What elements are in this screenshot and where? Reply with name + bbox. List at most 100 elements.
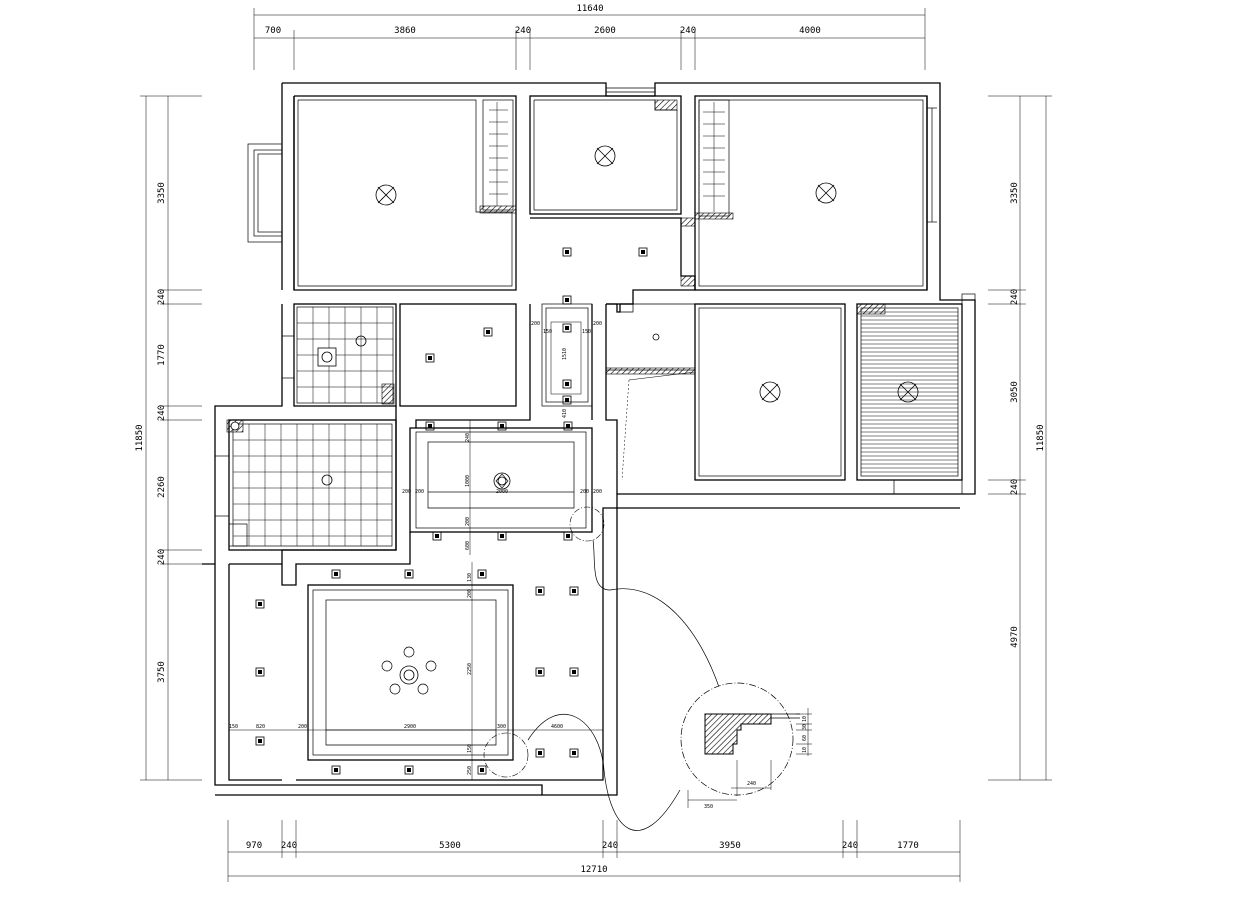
dim-bottom-seg: 240: [842, 841, 858, 851]
floor-drain-icon: [321, 474, 333, 486]
study-room: [529, 87, 682, 215]
corridor-label: 1510: [562, 348, 568, 360]
downlight-icon: [255, 599, 265, 609]
dim-bottom-seg: 240: [602, 841, 618, 851]
dim-left-seg: 240: [157, 289, 167, 305]
detail-label: 10: [802, 747, 808, 753]
downlight-icon: [425, 353, 435, 363]
detail-label: 60: [802, 735, 808, 741]
living-label: 150: [467, 744, 473, 753]
dining-label: 240: [465, 433, 471, 442]
dining-label: 2000: [496, 489, 508, 495]
downlight-icon: [497, 421, 507, 431]
utility-room: [399, 303, 517, 407]
dim-top-seg: 4000: [799, 26, 821, 36]
dining-label: 200: [402, 489, 411, 495]
downlight-icon: [535, 667, 545, 677]
living-label: 2900: [404, 724, 416, 730]
corridor-label: 200: [593, 321, 602, 327]
detail-callouts: [483, 506, 721, 831]
dining-label: 600: [465, 541, 471, 550]
downlight-icon: [255, 736, 265, 746]
living-label: 250: [467, 766, 473, 775]
dining-label: 200: [593, 489, 602, 495]
detail-label: 240: [747, 781, 756, 787]
kitchen: [605, 303, 696, 494]
dim-right-seg: 3050: [1010, 381, 1020, 403]
living-label: 200: [298, 724, 307, 730]
dining-label: 200: [465, 517, 471, 526]
bedroom-1: [293, 95, 517, 291]
corridor-label: 150: [543, 329, 552, 335]
dim-left-seg: 2260: [157, 476, 167, 498]
dining-label: 200: [415, 489, 424, 495]
corridor-label: 150: [582, 329, 591, 335]
downlight-icon: [562, 395, 572, 405]
exterior-walls: [202, 82, 976, 796]
living-label: 200: [467, 589, 473, 598]
wardrobe-hangers-right: [703, 102, 725, 212]
living-ceiling: 130 200 2250 150 250 200 2900 300 4600 1…: [229, 562, 603, 780]
downlight-icon: [562, 247, 572, 257]
left-dimension-lines: [140, 95, 202, 781]
dim-top-seg: 2600: [594, 26, 616, 36]
dim-left-seg: 3350: [157, 182, 167, 204]
dim-right-seg: 3350: [1010, 182, 1020, 204]
ceiling-lamp-icon: [815, 182, 837, 204]
downlight-icon: [638, 247, 648, 257]
downlight-icon: [569, 748, 579, 758]
living-label: 820: [256, 724, 265, 730]
top-dimension-lines: [253, 8, 926, 70]
downlight-icon: [331, 765, 341, 775]
downlight-icon: [569, 586, 579, 596]
bathroom-1: [281, 303, 397, 407]
downlight-icon: [562, 295, 572, 305]
corridor-ceiling: 200 1510 200 150 150 410: [415, 295, 602, 428]
detail-label: 30: [802, 724, 808, 730]
downlight-icon: [562, 323, 572, 333]
ceiling-lamp-icon: [594, 145, 616, 167]
dim-top-seg: 700: [265, 26, 281, 36]
dim-left-total: 11850: [135, 424, 145, 451]
downlight-icon: [404, 569, 414, 579]
bedroom-3: [694, 303, 846, 481]
bottom-dimension-lines: [227, 820, 961, 882]
dim-bottom-seg: 3950: [719, 841, 741, 851]
hallway: [530, 217, 696, 305]
downlight-icon: [563, 421, 573, 431]
exhaust-fan-icon: [317, 347, 337, 367]
right-dimension-lines: [988, 95, 1052, 781]
dim-left-seg: 3750: [157, 661, 167, 683]
living-label: 2250: [467, 663, 473, 675]
downlight-icon: [477, 569, 487, 579]
dim-bottom-seg: 240: [281, 841, 297, 851]
dim-bottom-seg: 1770: [897, 841, 919, 851]
dim-bottom-seg: 970: [246, 841, 262, 851]
dim-right-seg: 240: [1010, 289, 1020, 305]
balcony-slats: [861, 311, 958, 473]
living-label: 150: [229, 724, 238, 730]
dim-bottom-total: 12710: [580, 865, 607, 875]
downlight-icon: [563, 531, 573, 541]
downlight-icon: [425, 421, 435, 431]
bay-window-left: [247, 143, 283, 243]
corridor-label: 410: [562, 409, 568, 418]
downlight-icon: [497, 531, 507, 541]
dining-ceiling: 200 200 1000 200 200 2000 600 240 200: [402, 420, 602, 555]
downlight-icon: [562, 379, 572, 389]
balcony-right: [856, 293, 976, 495]
ceiling-lamp-icon: [375, 184, 397, 206]
dim-right-total: 11850: [1036, 424, 1046, 451]
downlight-icon: [569, 667, 579, 677]
dim-top-seg: 240: [515, 26, 531, 36]
living-label: 4600: [551, 724, 563, 730]
downlight-icon: [404, 765, 414, 775]
wardrobe-hangers-left: [489, 102, 508, 206]
dim-right-seg: 4970: [1010, 626, 1020, 648]
downlight-icon: [432, 531, 442, 541]
downlight-icon: [483, 327, 493, 337]
dim-bottom-seg: 5300: [439, 841, 461, 851]
downlight-icon: [535, 748, 545, 758]
bathroom-2: [214, 419, 397, 551]
